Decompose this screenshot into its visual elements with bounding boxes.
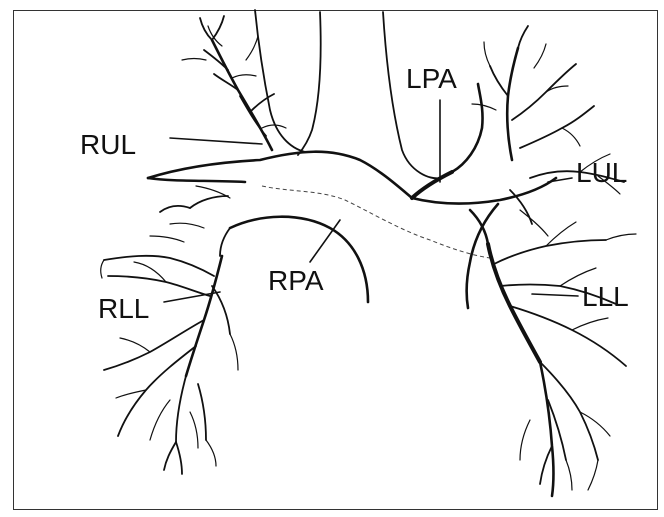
trachea-outline	[255, 10, 440, 178]
main-pulmonary-trunk	[148, 84, 556, 244]
rul-label: RUL	[80, 129, 136, 160]
lpa-label: LPA	[406, 63, 457, 94]
left-lower-lobe-branches	[488, 222, 636, 496]
right-lower-lobe-branches	[101, 256, 238, 474]
leader-lines	[164, 100, 578, 302]
lul-label: LUL	[576, 157, 627, 188]
right-upper-lobe-branches	[182, 16, 286, 150]
rul-leader	[170, 138, 262, 144]
lll-label: LLL	[582, 281, 629, 312]
rll-label: RLL	[98, 293, 149, 324]
rpa-label: RPA	[268, 265, 324, 296]
right-hilar-branches	[150, 186, 230, 242]
lll-leader	[532, 294, 578, 296]
